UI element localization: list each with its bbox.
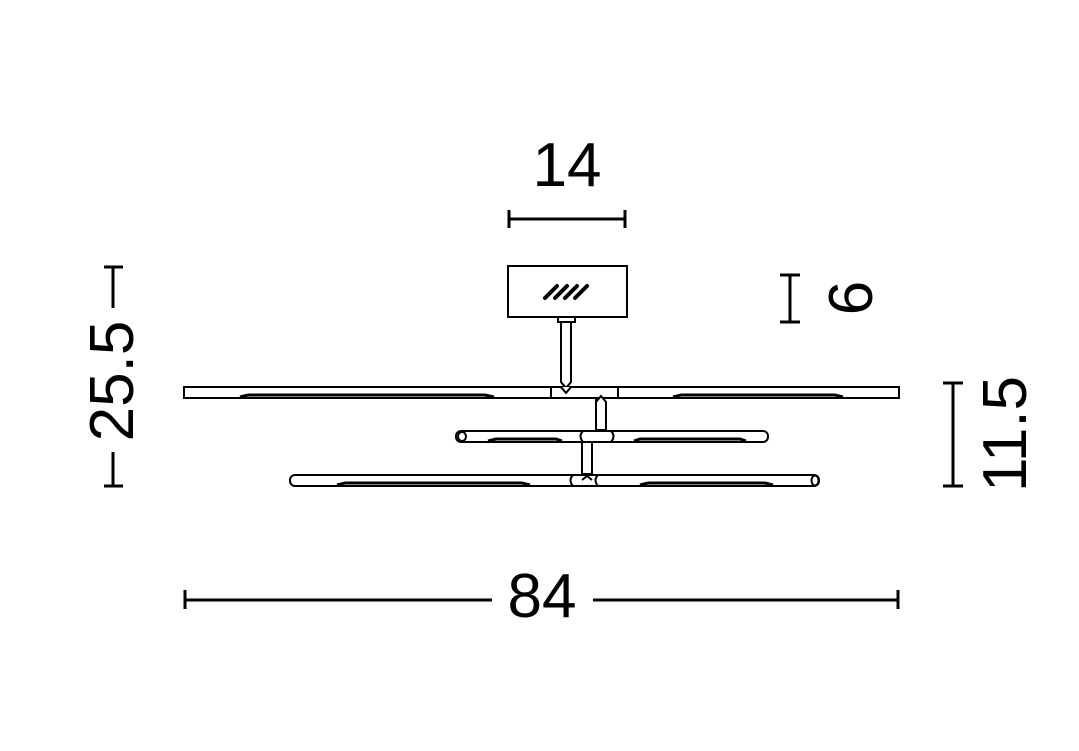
bottom-bar [289,474,820,487]
dimension-canopy-height: 6 [780,273,886,324]
label-14: 14 [533,131,602,200]
stem [557,316,576,390]
label-84: 84 [508,562,577,631]
label-25-5: 25.5 [78,321,147,442]
canopy [507,265,628,318]
middle-bar [455,430,769,443]
canopy-hatch-icon [543,284,589,300]
dimension-arms-height: 11.5 [943,376,1040,492]
label-11-5: 11.5 [971,376,1040,492]
connector-upper [595,394,607,431]
dimension-canopy-width: 14 [507,131,627,228]
connector-lower [581,441,593,475]
dimension-total-height: 25.5 [78,265,147,488]
dimension-total-width: 84 [183,562,900,631]
top-bar [183,386,900,399]
label-6: 6 [817,281,886,315]
